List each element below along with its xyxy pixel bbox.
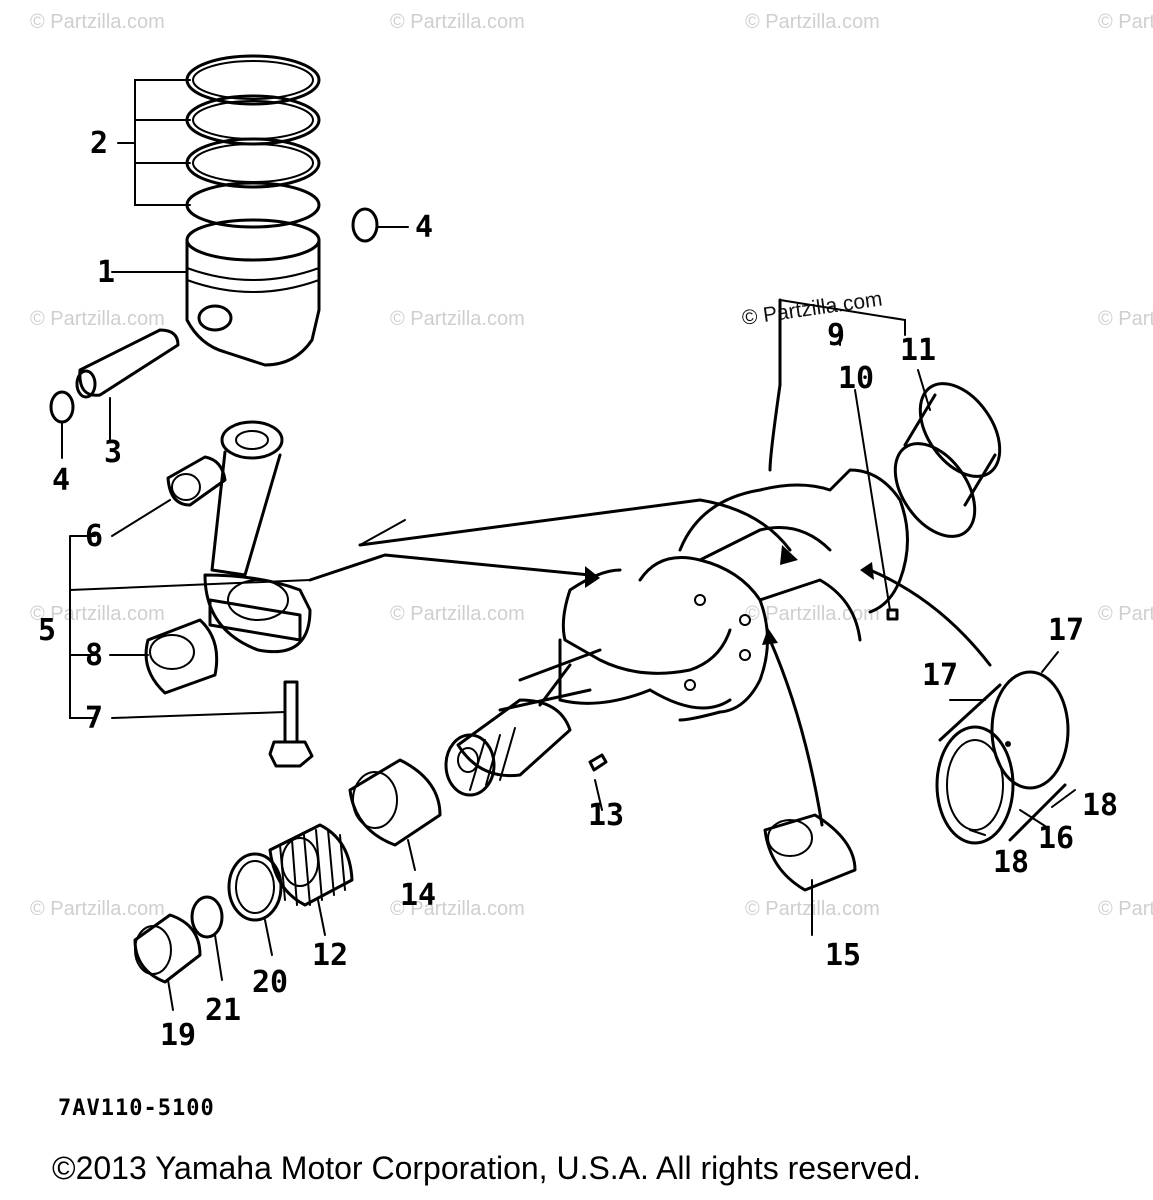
callout-7: 7 xyxy=(85,701,103,736)
circlip xyxy=(351,207,379,243)
figure-code: 7AV110-5100 xyxy=(58,1096,215,1121)
callout-4: 4 xyxy=(52,463,70,498)
callout-13: 13 xyxy=(588,798,624,833)
callout-3: 3 xyxy=(104,435,122,470)
watermark: © Partzilla.com xyxy=(745,11,880,33)
washer xyxy=(227,852,283,922)
piston-rings xyxy=(185,54,321,229)
rod-bolt xyxy=(268,680,314,768)
small-end-bearing xyxy=(166,455,227,507)
callout-1: 1 xyxy=(97,255,115,290)
callout-5: 5 xyxy=(38,613,56,648)
callout-16: 16 xyxy=(1038,821,1074,856)
callout-9: 9 xyxy=(827,318,845,353)
woodruff-key xyxy=(588,753,608,772)
callout-2: 2 xyxy=(90,126,108,161)
callout-10: 10 xyxy=(838,361,874,396)
crank-gear xyxy=(268,823,354,907)
piston-pin xyxy=(75,328,180,399)
callout-18: 18 xyxy=(993,845,1029,880)
big-end-bearing xyxy=(144,618,219,695)
main-bearing-15 xyxy=(763,813,857,892)
bearing-19 xyxy=(133,913,202,984)
callout-17: 17 xyxy=(1048,613,1084,648)
callout-6: 6 xyxy=(85,519,103,554)
watermark: © Partzilla.com xyxy=(30,308,165,330)
callout-4: 4 xyxy=(415,210,433,245)
callout-21: 21 xyxy=(205,993,241,1028)
watermark: © Partzilla.com xyxy=(1098,898,1153,920)
watermark: © Partzilla.com xyxy=(1098,11,1153,33)
callout-20: 20 xyxy=(252,965,288,1000)
callout-12: 12 xyxy=(312,938,348,973)
callout-8: 8 xyxy=(85,638,103,673)
leader-lines xyxy=(61,79,1076,1011)
ring xyxy=(190,895,224,939)
circlip xyxy=(49,390,75,424)
callout-11: 11 xyxy=(900,333,936,368)
piston xyxy=(185,218,321,367)
watermark: © Partzilla.com xyxy=(30,898,165,920)
main-bearing-11 xyxy=(893,382,1002,538)
callout-19: 19 xyxy=(160,1018,196,1053)
main-bearing-14 xyxy=(348,758,442,847)
watermark: © Partzilla.com xyxy=(390,898,525,920)
callout-14: 14 xyxy=(400,878,436,913)
part-callouts: 2 1 4 3 4 6 5 8 7 9 10 11 17 17 18 16 18… xyxy=(38,126,1118,1053)
watermark: © Partzilla.com xyxy=(1098,603,1153,625)
connecting-rod xyxy=(203,420,312,654)
partzilla-label: © Partzilla.com xyxy=(740,287,883,329)
watermark: © Partzilla.com xyxy=(30,11,165,33)
watermark: © Partzilla.com xyxy=(390,603,525,625)
watermark: © Partzilla.com xyxy=(390,11,525,33)
watermarks: © Partzilla.com © Partzilla.com © Partzi… xyxy=(30,11,1153,920)
washer-inner xyxy=(235,860,275,914)
copyright-notice: ©2013 Yamaha Motor Corporation, U.S.A. A… xyxy=(52,1150,922,1186)
assembly-arrows xyxy=(308,498,992,827)
callout-17: 17 xyxy=(922,658,958,693)
watermark: © Partzilla.com xyxy=(30,603,165,625)
callout-15: 15 xyxy=(825,938,861,973)
watermark: © Partzilla.com xyxy=(390,308,525,330)
bearing-16-17-18 xyxy=(935,670,1070,845)
watermark: © Partzilla.com xyxy=(745,603,880,625)
callout-18: 18 xyxy=(1082,788,1118,823)
watermark: © Partzilla.com xyxy=(1098,308,1153,330)
